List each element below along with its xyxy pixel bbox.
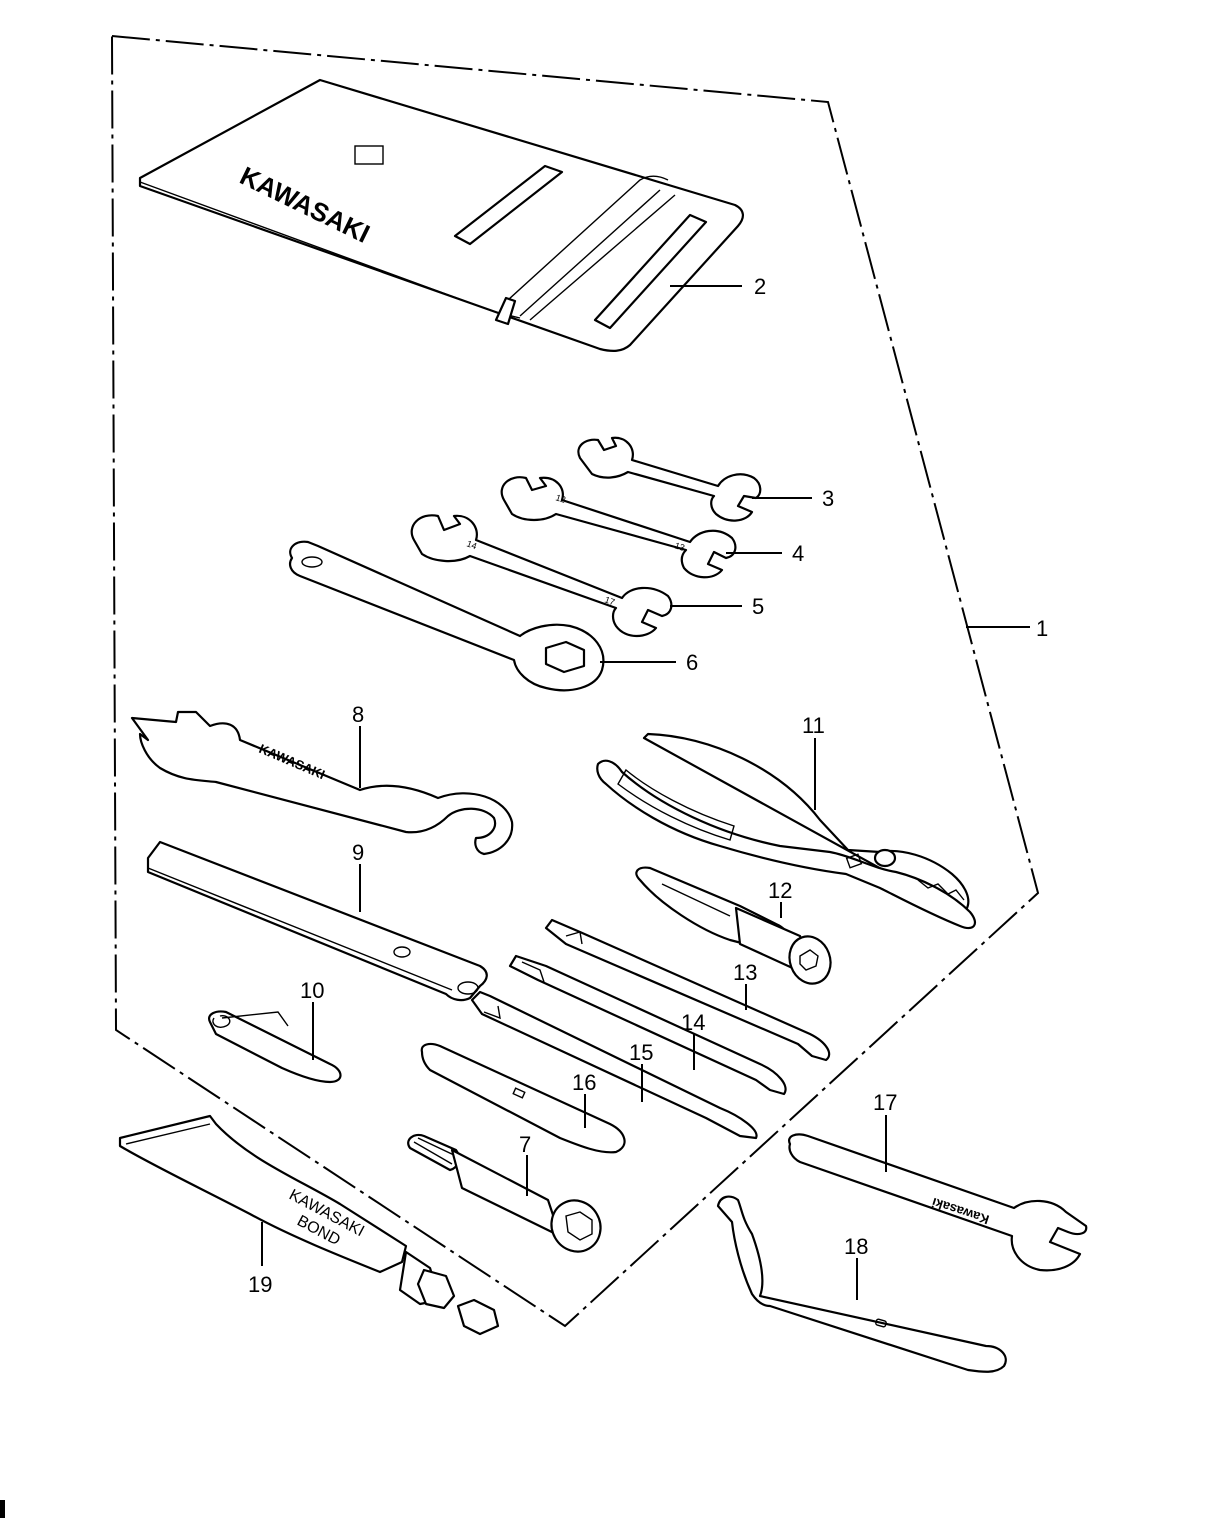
callout-6: 6 bbox=[686, 650, 698, 675]
kit-boundary bbox=[110, 34, 1040, 1328]
flat-tool-16 bbox=[420, 1042, 626, 1154]
callout-4: 4 bbox=[792, 541, 804, 566]
callout-11: 11 bbox=[802, 713, 825, 738]
socket-handle-12 bbox=[635, 866, 832, 985]
scan-mark bbox=[0, 1500, 5, 1518]
clip-tool-10 bbox=[208, 1010, 342, 1084]
callout-14: 14 bbox=[681, 1010, 705, 1035]
open-wrench-17: Kawasaki bbox=[788, 1133, 1088, 1272]
open-end-wrench-4: 12 13 bbox=[500, 476, 737, 579]
callout-8: 8 bbox=[352, 702, 364, 727]
tool-pouch: KAWASAKI bbox=[138, 78, 744, 352]
bond-tube-19: KAWASAKI BOND bbox=[118, 1114, 500, 1336]
callout-1: 1 bbox=[1036, 616, 1048, 641]
box-wrench-6 bbox=[289, 540, 605, 692]
screwdriver-13 bbox=[544, 918, 831, 1062]
svg-text:13: 13 bbox=[673, 540, 686, 553]
callout-7: 7 bbox=[519, 1132, 531, 1157]
open-end-wrench-5: 14 17 bbox=[410, 514, 673, 638]
callout-13: 13 bbox=[733, 960, 757, 985]
callout-18: 18 bbox=[844, 1234, 868, 1259]
plug-socket-7 bbox=[407, 1133, 602, 1253]
pliers-11 bbox=[596, 732, 977, 930]
callout-15: 15 bbox=[629, 1040, 653, 1065]
hook-wrench-8: KAWASAKI bbox=[130, 710, 514, 856]
open-end-wrench-3 bbox=[577, 436, 762, 522]
svg-text:17: 17 bbox=[603, 594, 616, 607]
callout-16: 16 bbox=[572, 1070, 596, 1095]
callout-10: 10 bbox=[300, 978, 324, 1003]
hook-spanner-18 bbox=[716, 1195, 1007, 1373]
screwdriver-15 bbox=[470, 990, 758, 1140]
svg-text:14: 14 bbox=[465, 538, 478, 551]
callout-12: 12 bbox=[768, 878, 792, 903]
callout-2: 2 bbox=[754, 274, 766, 299]
svg-text:12: 12 bbox=[554, 492, 567, 505]
callout-19: 19 bbox=[248, 1272, 272, 1297]
callout-17: 17 bbox=[873, 1090, 897, 1115]
screwdriver-14 bbox=[508, 954, 787, 1096]
callout-3: 3 bbox=[822, 486, 834, 511]
leader-lines bbox=[261, 285, 1030, 1300]
callout-5: 5 bbox=[752, 594, 764, 619]
flat-handle-9 bbox=[146, 840, 488, 1002]
callouts: 1 2 3 4 5 6 7 8 9 10 11 12 13 14 15 16 1… bbox=[248, 274, 1048, 1297]
callout-9: 9 bbox=[352, 840, 364, 865]
